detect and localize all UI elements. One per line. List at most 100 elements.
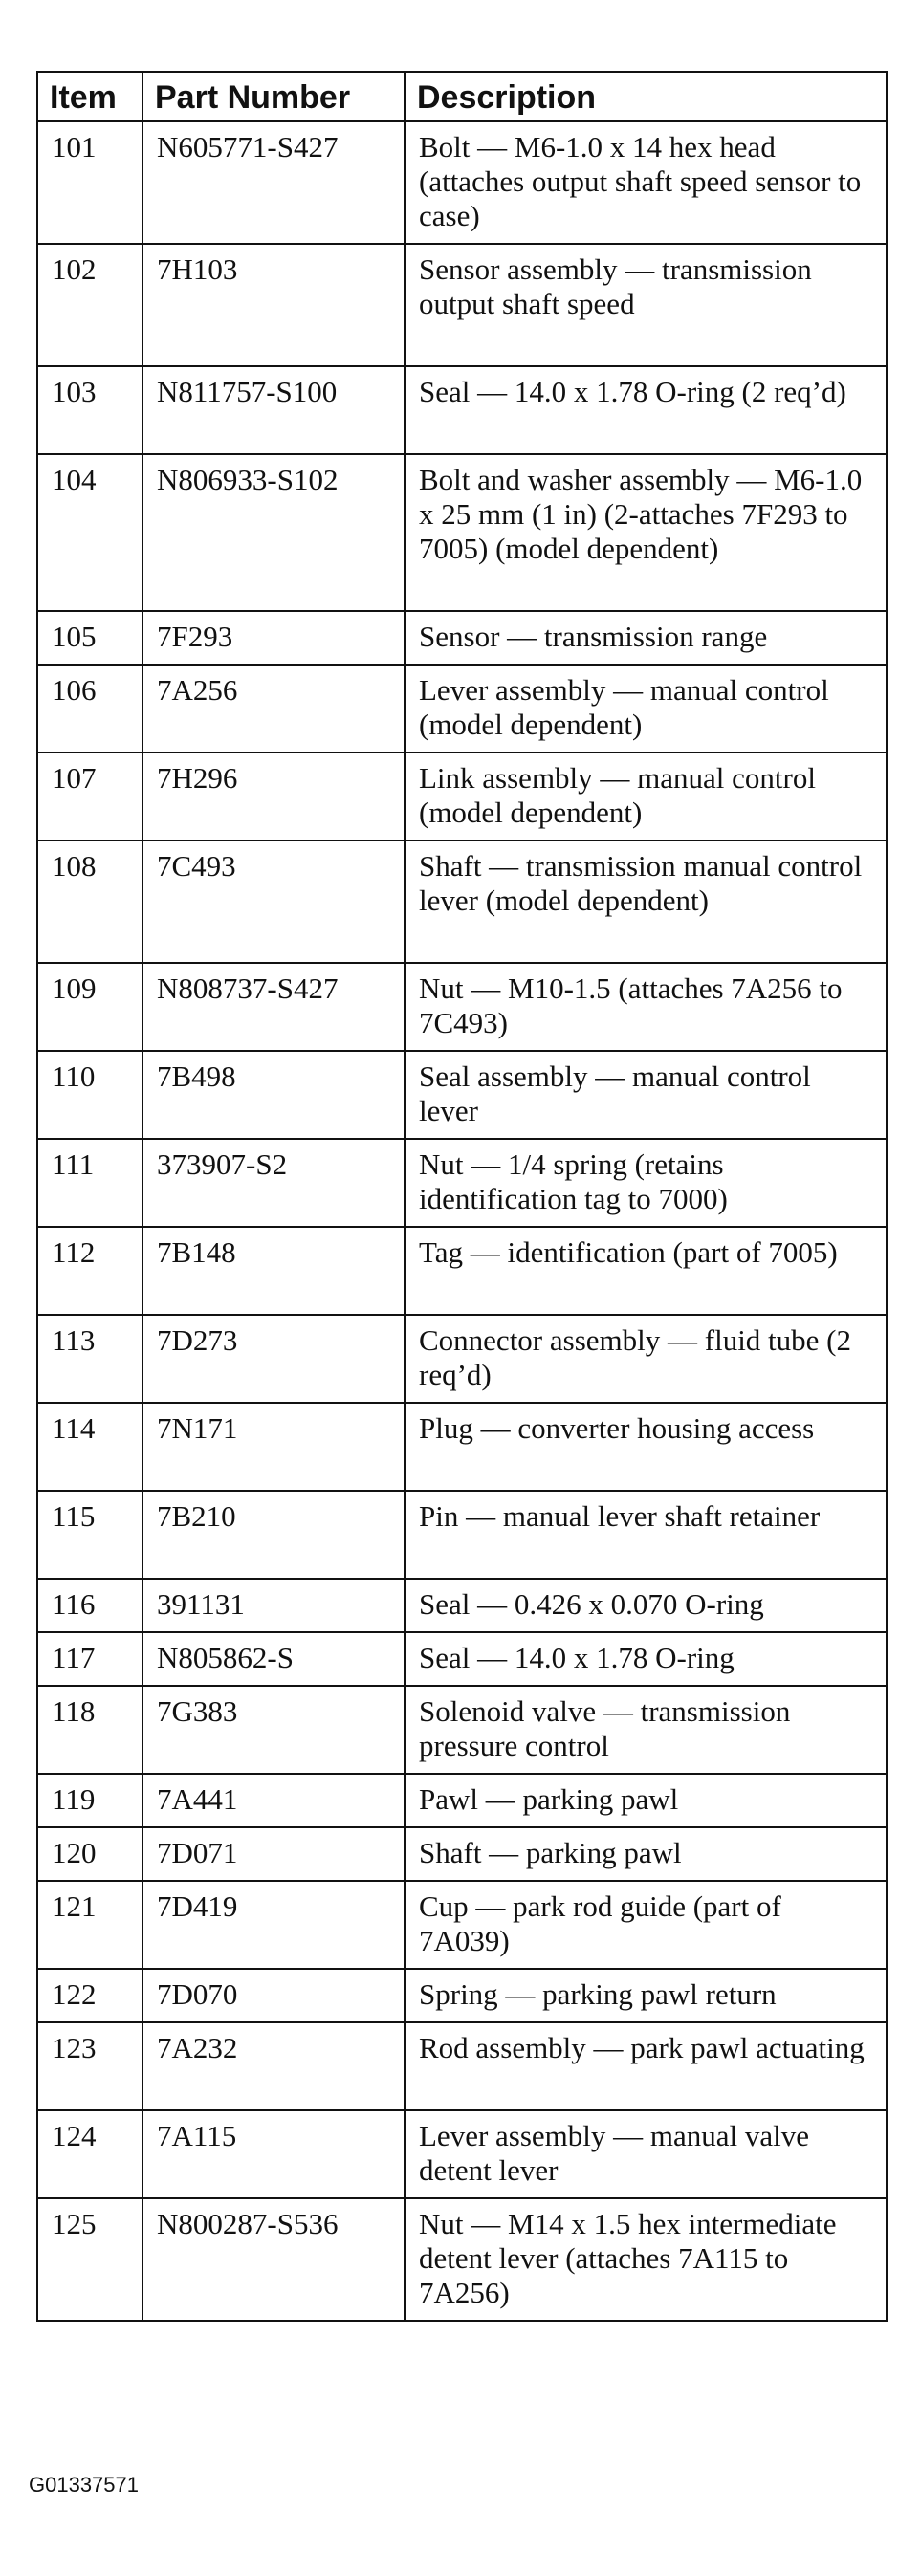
description-cell: Seal — 0.426 x 0.070 O-ring [404, 1578, 888, 1633]
item-cell: 119 [36, 1773, 143, 1828]
description-cell: Plug — converter housing access [404, 1402, 888, 1492]
part-number-cell: N605771-S427 [142, 120, 406, 245]
part-number-cell: 7C493 [142, 840, 406, 964]
part-number-cell: 391131 [142, 1578, 406, 1633]
description-cell: Spring — parking pawl return [404, 1968, 888, 2023]
item-cell: 111 [36, 1138, 143, 1228]
item-cell: 112 [36, 1226, 143, 1316]
description-cell: Shaft — parking pawl [404, 1826, 888, 1882]
part-number-cell: 7N171 [142, 1402, 406, 1492]
description-cell: Shaft — transmission manual control leve… [404, 840, 888, 964]
description-cell: Link assembly — manual control (model de… [404, 752, 888, 841]
item-cell: 125 [36, 2197, 143, 2322]
part-number-cell: N808737-S427 [142, 962, 406, 1052]
item-cell: 118 [36, 1685, 143, 1775]
description-cell: Cup — park rod guide (part of 7A039) [404, 1880, 888, 1970]
item-cell: 124 [36, 2109, 143, 2199]
part-number-cell: 7A441 [142, 1773, 406, 1828]
description-cell: Nut — M14 x 1.5 hex intermediate detent … [404, 2197, 888, 2322]
part-number-cell: 7B210 [142, 1490, 406, 1580]
item-cell: 102 [36, 243, 143, 367]
item-cell: 107 [36, 752, 143, 841]
item-cell: 121 [36, 1880, 143, 1970]
part-number-cell: 373907-S2 [142, 1138, 406, 1228]
figure-id: G01337571 [29, 2473, 139, 2497]
description-cell: Lever assembly — manual control (model d… [404, 664, 888, 753]
description-cell: Nut — M10-1.5 (attaches 7A256 to 7C493) [404, 962, 888, 1052]
item-cell: 120 [36, 1826, 143, 1882]
part-number-cell: 7B148 [142, 1226, 406, 1316]
header-description: Description [404, 71, 888, 122]
part-number-cell: 7B498 [142, 1050, 406, 1140]
item-cell: 123 [36, 2021, 143, 2111]
description-cell: Seal — 14.0 x 1.78 O-ring (2 req’d) [404, 365, 888, 455]
part-number-cell: 7D273 [142, 1314, 406, 1404]
item-cell: 122 [36, 1968, 143, 2023]
part-number-cell: 7D070 [142, 1968, 406, 2023]
description-cell: Nut — 1/4 spring (retains identification… [404, 1138, 888, 1228]
item-cell: 113 [36, 1314, 143, 1404]
description-cell: Sensor assembly — transmission output sh… [404, 243, 888, 367]
description-cell: Lever assembly — manual valve detent lev… [404, 2109, 888, 2199]
description-cell: Bolt — M6-1.0 x 14 hex head (attaches ou… [404, 120, 888, 245]
description-cell: Sensor — transmission range [404, 610, 888, 666]
description-cell: Bolt and washer assembly — M6-1.0 x 25 m… [404, 453, 888, 612]
item-cell: 117 [36, 1631, 143, 1687]
item-cell: 103 [36, 365, 143, 455]
item-cell: 115 [36, 1490, 143, 1580]
part-number-cell: 7A232 [142, 2021, 406, 2111]
description-cell: Solenoid valve — transmission pressure c… [404, 1685, 888, 1775]
item-cell: 104 [36, 453, 143, 612]
description-cell: Tag — identification (part of 7005) [404, 1226, 888, 1316]
part-number-cell: 7A115 [142, 2109, 406, 2199]
item-cell: 108 [36, 840, 143, 964]
item-cell: 114 [36, 1402, 143, 1492]
item-cell: 110 [36, 1050, 143, 1140]
part-number-cell: 7D071 [142, 1826, 406, 1882]
item-cell: 106 [36, 664, 143, 753]
description-cell: Rod assembly — park pawl actuating [404, 2021, 888, 2111]
description-cell: Pawl — parking pawl [404, 1773, 888, 1828]
description-cell: Pin — manual lever shaft retainer [404, 1490, 888, 1580]
item-cell: 116 [36, 1578, 143, 1633]
description-cell: Seal — 14.0 x 1.78 O-ring [404, 1631, 888, 1687]
item-cell: 101 [36, 120, 143, 245]
part-number-cell: N805862-S [142, 1631, 406, 1687]
part-number-cell: N806933-S102 [142, 453, 406, 612]
part-number-cell: N800287-S536 [142, 2197, 406, 2322]
part-number-cell: 7H103 [142, 243, 406, 367]
part-number-cell: N811757-S100 [142, 365, 406, 455]
item-cell: 109 [36, 962, 143, 1052]
table-header-row: Item Part Number Description [36, 71, 888, 122]
description-cell: Seal assembly — manual control lever [404, 1050, 888, 1140]
part-number-cell: 7F293 [142, 610, 406, 666]
